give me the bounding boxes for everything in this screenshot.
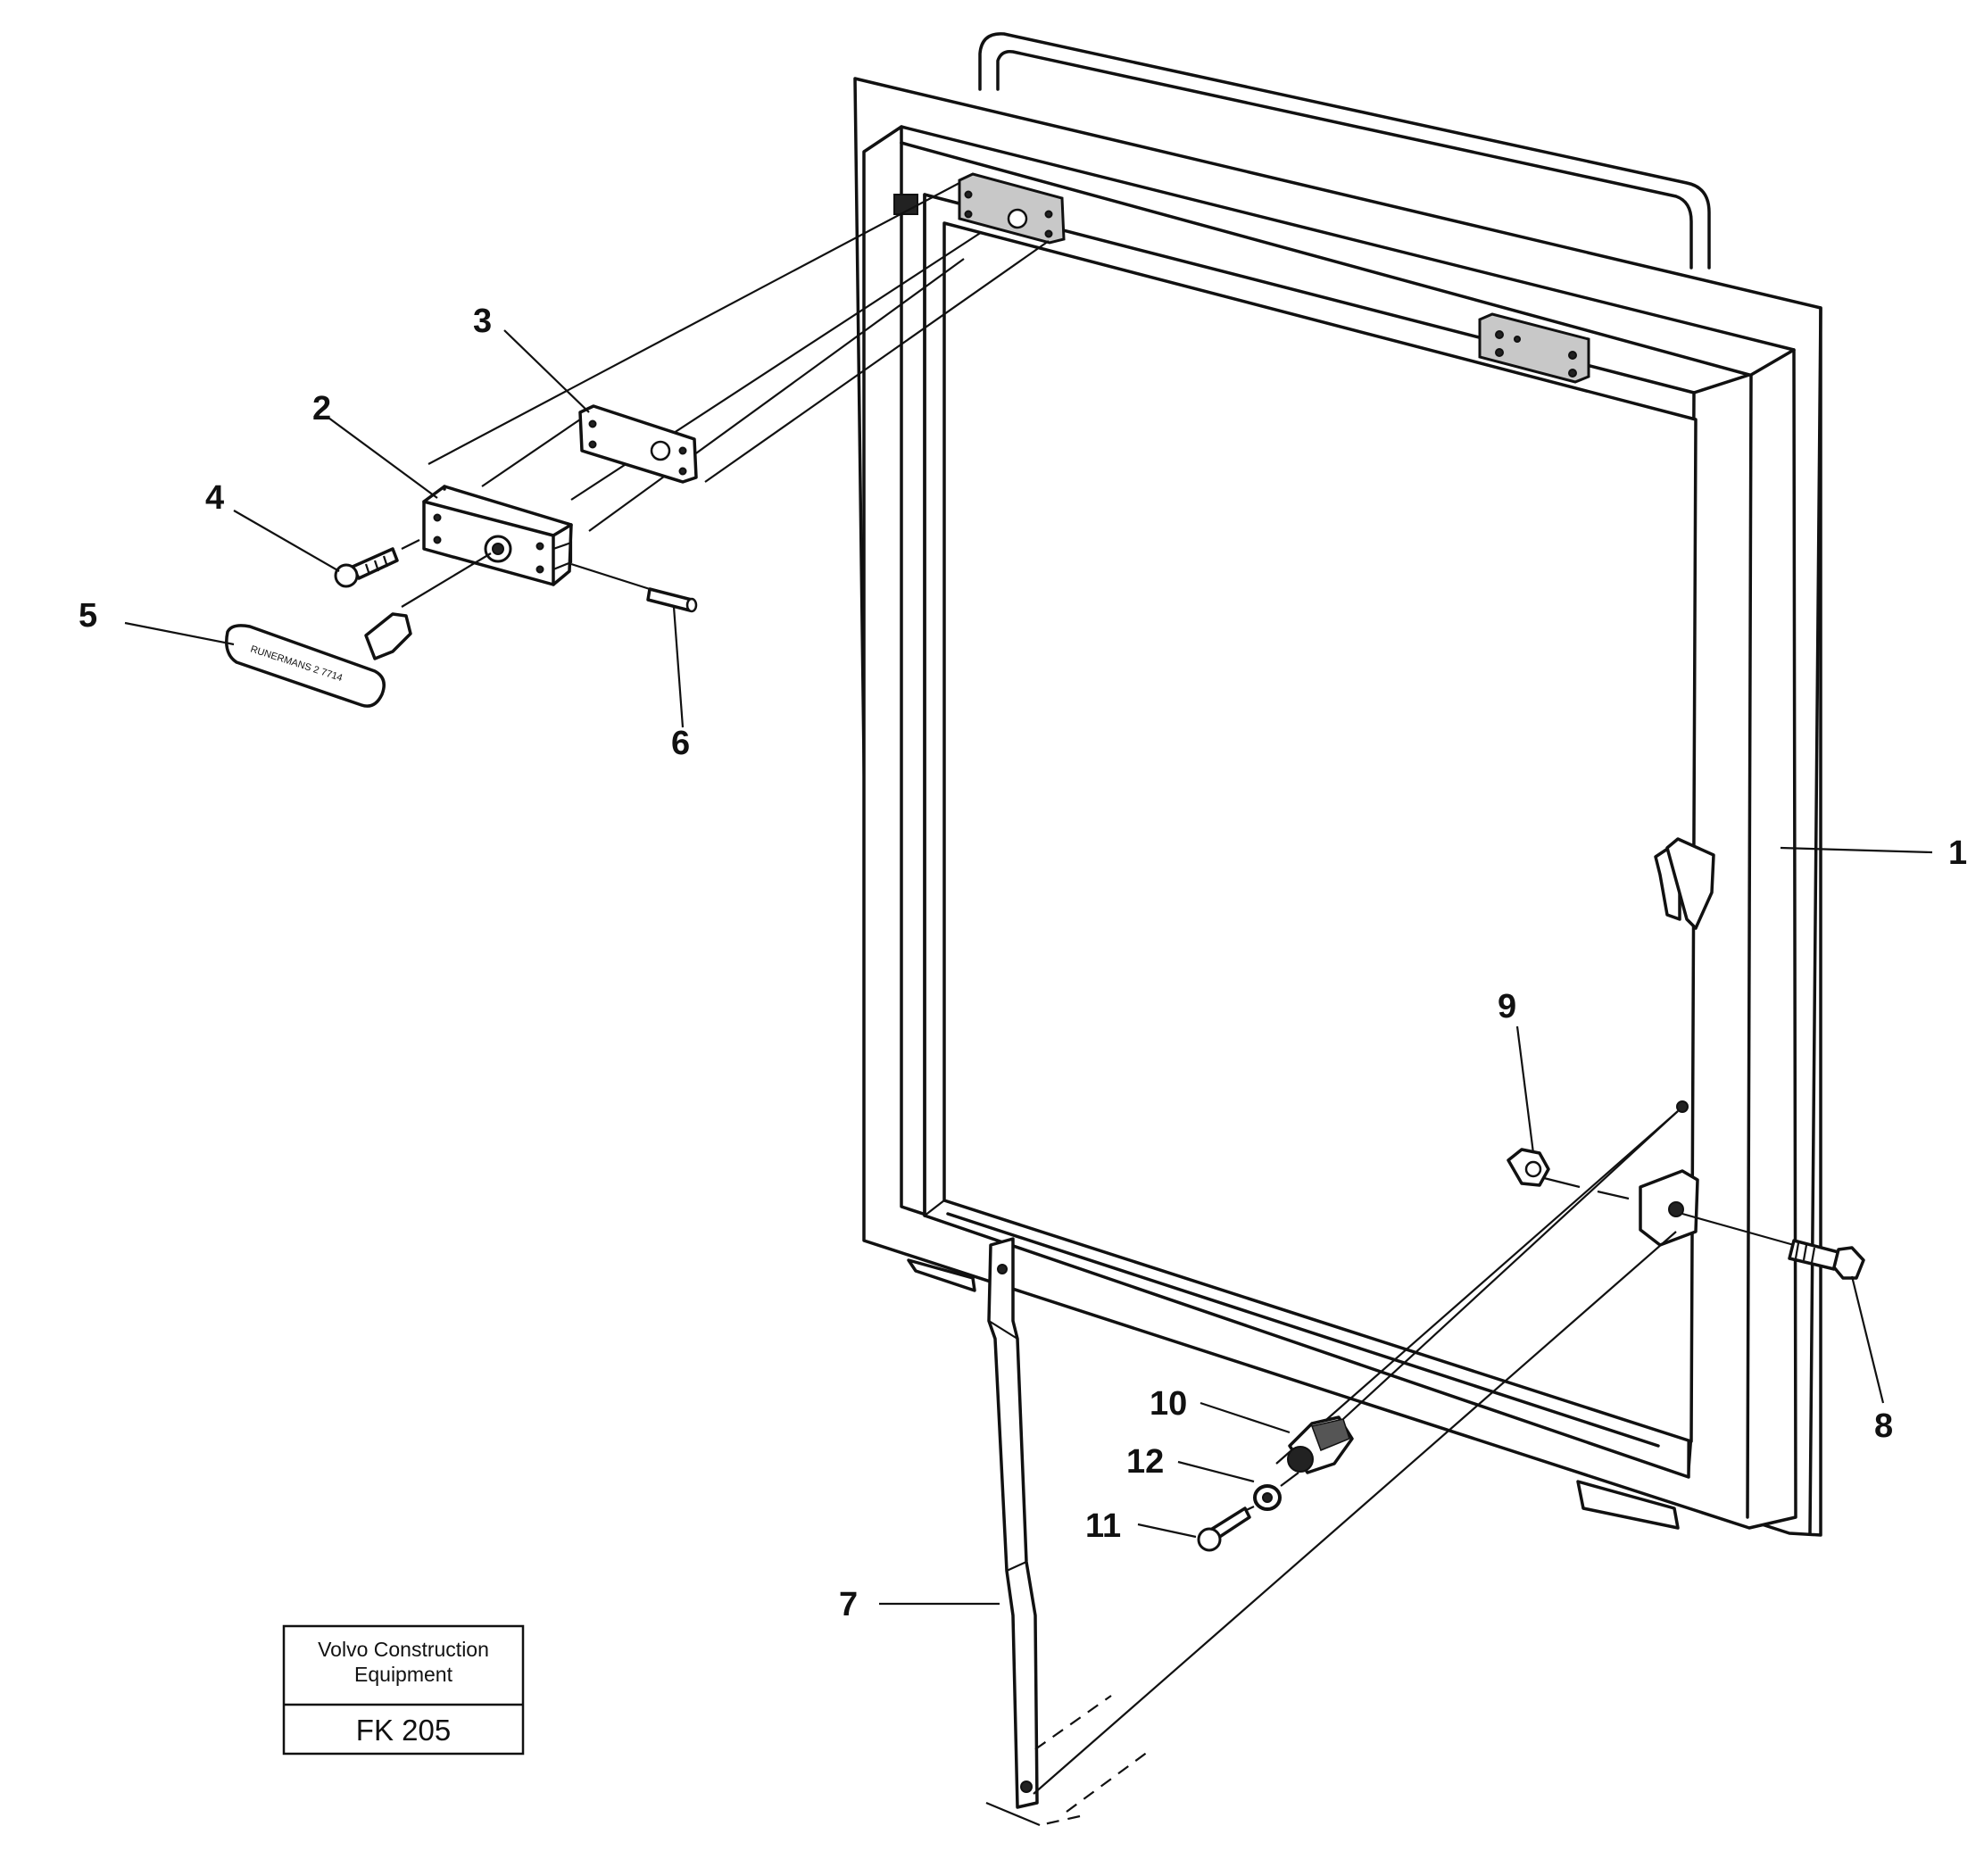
callout-4: 4 (205, 479, 224, 517)
support-arm-part-3 (428, 182, 1050, 532)
callout-11: 12 (1126, 1443, 1164, 1481)
callout-10: 10 (1150, 1385, 1187, 1423)
bushing-part-10 (1287, 1110, 1679, 1474)
callout-5: 5 (79, 597, 97, 635)
callout-leaders (124, 329, 1933, 1606)
stay-arm-part-7 (985, 1110, 1679, 1827)
window-frame-part-1 (853, 32, 1822, 1537)
callout-9: 9 (1498, 988, 1516, 1025)
pin-part-6 (570, 562, 698, 613)
lock-block-part-2 (422, 419, 581, 586)
callout-labels: 1 2 3 4 5 6 7 8 9 10 12 11 (79, 303, 1967, 1623)
callout-6: 6 (671, 725, 690, 762)
callout-12: 11 (1085, 1507, 1121, 1545)
callout-7: 7 (839, 1586, 858, 1623)
callout-8: 8 (1874, 1407, 1893, 1445)
title-block-company-line2: Equipment (354, 1663, 453, 1686)
title-block-code: FK 205 (356, 1714, 451, 1747)
screw-part-4 (334, 539, 420, 588)
washer-part-12 (1253, 1472, 1299, 1511)
title-block: Volvo Construction Equipment FK 205 (282, 1624, 525, 1756)
title-block-company-line1: Volvo Construction (318, 1638, 489, 1661)
nut-part-9 (1507, 1148, 1630, 1200)
screw-part-11 (1197, 1506, 1255, 1552)
callout-1: 1 (1948, 834, 1967, 872)
callout-3: 3 (473, 303, 492, 340)
callout-2: 2 (312, 390, 331, 427)
bolt-part-8 (1681, 1212, 1865, 1280)
